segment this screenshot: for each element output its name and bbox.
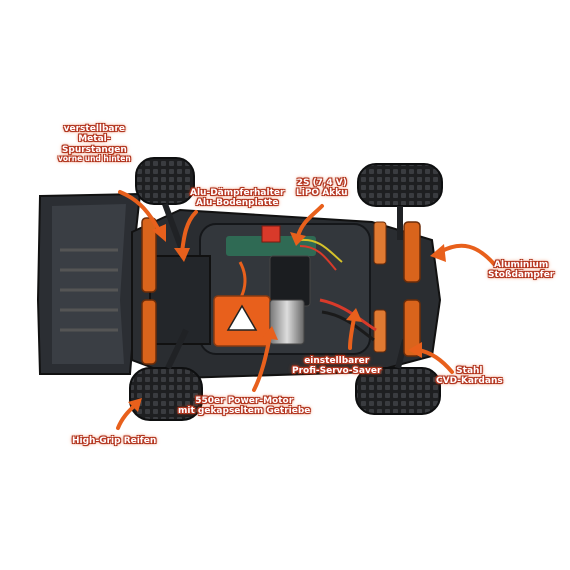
rear-left-wheel — [135, 157, 195, 205]
label-spurstangen-line1: verstellbare — [63, 124, 126, 134]
front-left-wheel — [357, 163, 443, 207]
label-motor: 550er Power-Motor mit gekapseltem Getrie… — [178, 396, 310, 417]
motor — [213, 295, 305, 347]
label-reifen: High-Grip Reifen — [72, 436, 156, 446]
label-akku-line2: LiPO Akku — [296, 188, 348, 199]
rear-right-wheel — [129, 367, 203, 421]
label-spurstangen-line2: Metal- — [78, 134, 111, 145]
label-kardans-line1: Stahl — [456, 366, 483, 376]
label-servo-saver-line1: einstellbarer — [304, 356, 370, 366]
label-akku-line1: 2S (7,4 V) — [296, 178, 347, 188]
battery — [226, 225, 343, 271]
label-stossdaempfer-line1: Aluminium — [494, 260, 549, 270]
callout-arrows — [116, 190, 496, 430]
label-reifen-line1: High-Grip Reifen — [72, 436, 157, 446]
label-daempferhalter: Alu-Dämpferhalter Alu-Bodenplatte — [190, 188, 284, 209]
label-motor-line2: mit gekapseltem Getriebe — [178, 406, 311, 417]
label-servo-saver: einstellbarer Profi-Servo-Saver — [292, 356, 381, 377]
label-spurstangen: verstellbare Metal- Spurstangen vorne un… — [58, 124, 131, 164]
label-stossdaempfer-line2: Stoßdämpfer — [488, 270, 555, 281]
label-daempferhalter-line2: Alu-Bodenplatte — [195, 198, 279, 209]
label-motor-line1: 550er Power-Motor — [195, 396, 294, 406]
label-daempferhalter-line1: Alu-Dämpferhalter — [190, 188, 285, 198]
rear-wing — [36, 192, 142, 375]
label-stossdaempfer: Aluminium Stoßdämpfer — [488, 260, 554, 281]
shock-absorbers — [141, 217, 421, 365]
label-spurstangen-line3: Spurstangen — [61, 144, 127, 155]
label-akku: 2S (7,4 V) LiPO Akku — [296, 178, 348, 199]
label-kardans-line2: CVD-Kardans — [436, 376, 503, 387]
label-servo-saver-line2: Profi-Servo-Saver — [292, 366, 382, 377]
label-spurstangen-line4: vorne und hinten — [58, 154, 131, 164]
label-kardans: Stahl CVD-Kardans — [436, 366, 503, 387]
